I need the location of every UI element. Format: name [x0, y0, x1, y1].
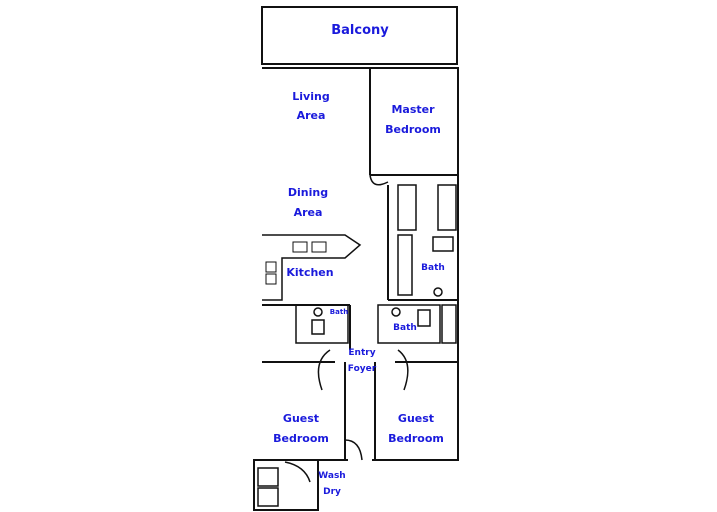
small-bath-label: Bath — [329, 308, 349, 316]
wash-label: Wash — [318, 471, 346, 481]
guest-bedroom-right-label-line2: Bedroom — [388, 432, 444, 445]
living-area-label-line1: Living — [292, 90, 330, 103]
guest-bedroom-left-label-line2: Bedroom — [273, 432, 329, 445]
kitchen-label: Kitchen — [286, 266, 334, 279]
guest-bedroom-right-label-line1: Guest — [397, 412, 435, 425]
master-bath-label: Bath — [421, 263, 445, 273]
dining-area-label-line2: Area — [293, 206, 323, 219]
dining-area-label-line1: Dining — [287, 186, 329, 199]
kitchen-counter — [262, 234, 362, 301]
balcony-outline — [261, 6, 458, 65]
outer-walls — [253, 67, 459, 511]
master-bedroom-label-line2: Bedroom — [385, 123, 441, 136]
living-area-label-line2: Area — [296, 109, 326, 122]
dry-label: Dry — [323, 487, 341, 497]
entry-foyer-label-line2: Foyer — [347, 364, 377, 374]
entry-foyer-label-line1: Entry — [348, 348, 376, 358]
master-bedroom-label-line1: Master — [391, 103, 435, 116]
guest-bedroom-left-label-line1: Guest — [282, 412, 320, 425]
hall-bath-label: Bath — [393, 323, 417, 333]
balcony-label: Balcony — [331, 23, 389, 38]
